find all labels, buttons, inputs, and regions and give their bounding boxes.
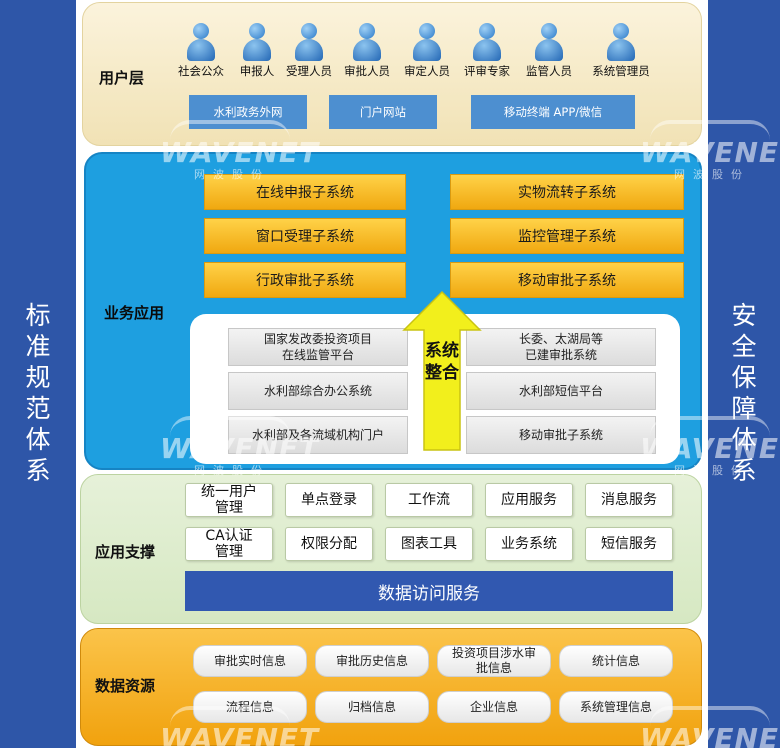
role-label: 审批人员 [344, 64, 390, 78]
role-label: 系统管理员 [592, 64, 650, 78]
role-label: 申报人 [239, 64, 275, 78]
standards-system-label: 标 准 规 范 体 系 [25, 301, 51, 485]
user-icon [186, 23, 216, 61]
role-sysadmin: 系统管理员 [581, 23, 661, 79]
security-system-label: 安 全 保 障 体 系 [731, 301, 757, 485]
portal-mobile-app: 移动终端 APP/微信 [471, 95, 635, 129]
portal-website: 门户网站 [329, 95, 437, 129]
data-statistics: 统计信息 [559, 645, 673, 677]
user-icon [606, 23, 636, 61]
legacy-portals: 水利部及各流域机构门户 [228, 416, 408, 454]
service-unified-user: 统一用户管理 [185, 483, 273, 517]
role-approver: 审批人员 [327, 23, 407, 79]
service-permissions: 权限分配 [285, 527, 373, 561]
business-application-layer: 业务应用 在线申报子系统 实物流转子系统 窗口受理子系统 监控管理子系统 行政审… [84, 152, 702, 470]
legacy-basin-approval-system: 长委、太湖局等已建审批系统 [466, 328, 656, 366]
data-archive: 归档信息 [315, 691, 429, 723]
support-layer-label: 应用支撑 [95, 543, 156, 561]
service-application: 应用服务 [485, 483, 573, 517]
security-system-column: 安 全 保 障 体 系 [708, 0, 780, 748]
data-investment-water: 投资项目涉水审批信息 [437, 645, 551, 677]
role-applicant: 申报人 [217, 23, 297, 79]
subsystem-material-transfer: 实物流转子系统 [450, 174, 684, 210]
service-messaging: 消息服务 [585, 483, 673, 517]
role-validator: 审定人员 [387, 23, 467, 79]
integration-arrow-icon [402, 290, 482, 451]
service-chart-tools: 图表工具 [385, 527, 473, 561]
subsystem-window-acceptance: 窗口受理子系统 [204, 218, 406, 254]
service-ca-auth: CA认证管理 [185, 527, 273, 561]
subsystem-admin-approval: 行政审批子系统 [204, 262, 406, 298]
role-label: 审定人员 [404, 64, 450, 78]
data-enterprise: 企业信息 [437, 691, 551, 723]
user-icon [352, 23, 382, 61]
role-public: 社会公众 [161, 23, 241, 79]
legacy-sms-platform: 水利部短信平台 [466, 372, 656, 410]
role-label: 监管人员 [526, 64, 572, 78]
subsystem-mobile-approval: 移动审批子系统 [450, 262, 684, 298]
portal-extranet: 水利政务外网 [189, 95, 307, 129]
service-sms: 短信服务 [585, 527, 673, 561]
role-label: 评审专家 [464, 64, 510, 78]
role-label: 受理人员 [286, 64, 332, 78]
legacy-office-system: 水利部综合办公系统 [228, 372, 408, 410]
user-icon [472, 23, 502, 61]
user-icon [294, 23, 324, 61]
standards-system-column: 标 准 规 范 体 系 [0, 0, 76, 748]
legacy-mobile-approval: 移动审批子系统 [466, 416, 656, 454]
data-process: 流程信息 [193, 691, 307, 723]
legacy-ndrc-platform: 国家发改委投资项目在线监管平台 [228, 328, 408, 366]
data-access-service: 数据访问服务 [185, 571, 673, 611]
data-realtime-approval: 审批实时信息 [193, 645, 307, 677]
data-resource-layer: 数据资源 审批实时信息 审批历史信息 投资项目涉水审批信息 统计信息 流程信息 … [80, 628, 702, 746]
integrated-systems-panel: 国家发改委投资项目在线监管平台 长委、太湖局等已建审批系统 水利部综合办公系统 … [190, 314, 680, 464]
user-icon [534, 23, 564, 61]
data-approval-history: 审批历史信息 [315, 645, 429, 677]
role-label: 社会公众 [178, 64, 224, 78]
business-layer-label: 业务应用 [104, 304, 165, 322]
subsystem-monitoring: 监控管理子系统 [450, 218, 684, 254]
service-business-system: 业务系统 [485, 527, 573, 561]
user-layer: 用户层 社会公众 申报人 受理人员 审批人员 审定人员 评审专家 监管人员 系统… [82, 2, 702, 146]
subsystem-online-application: 在线申报子系统 [204, 174, 406, 210]
service-sso: 单点登录 [285, 483, 373, 517]
application-support-layer: 应用支撑 统一用户管理 单点登录 工作流 应用服务 消息服务 CA认证管理 权限… [80, 474, 702, 624]
user-icon [412, 23, 442, 61]
user-icon [242, 23, 272, 61]
data-layer-label: 数据资源 [95, 677, 156, 695]
integration-label: 系统整合 [425, 341, 459, 383]
role-supervisor: 监管人员 [509, 23, 589, 79]
role-expert: 评审专家 [447, 23, 527, 79]
data-system-admin: 系统管理信息 [559, 691, 673, 723]
service-workflow: 工作流 [385, 483, 473, 517]
role-acceptor: 受理人员 [269, 23, 349, 79]
user-layer-label: 用户层 [99, 69, 145, 87]
